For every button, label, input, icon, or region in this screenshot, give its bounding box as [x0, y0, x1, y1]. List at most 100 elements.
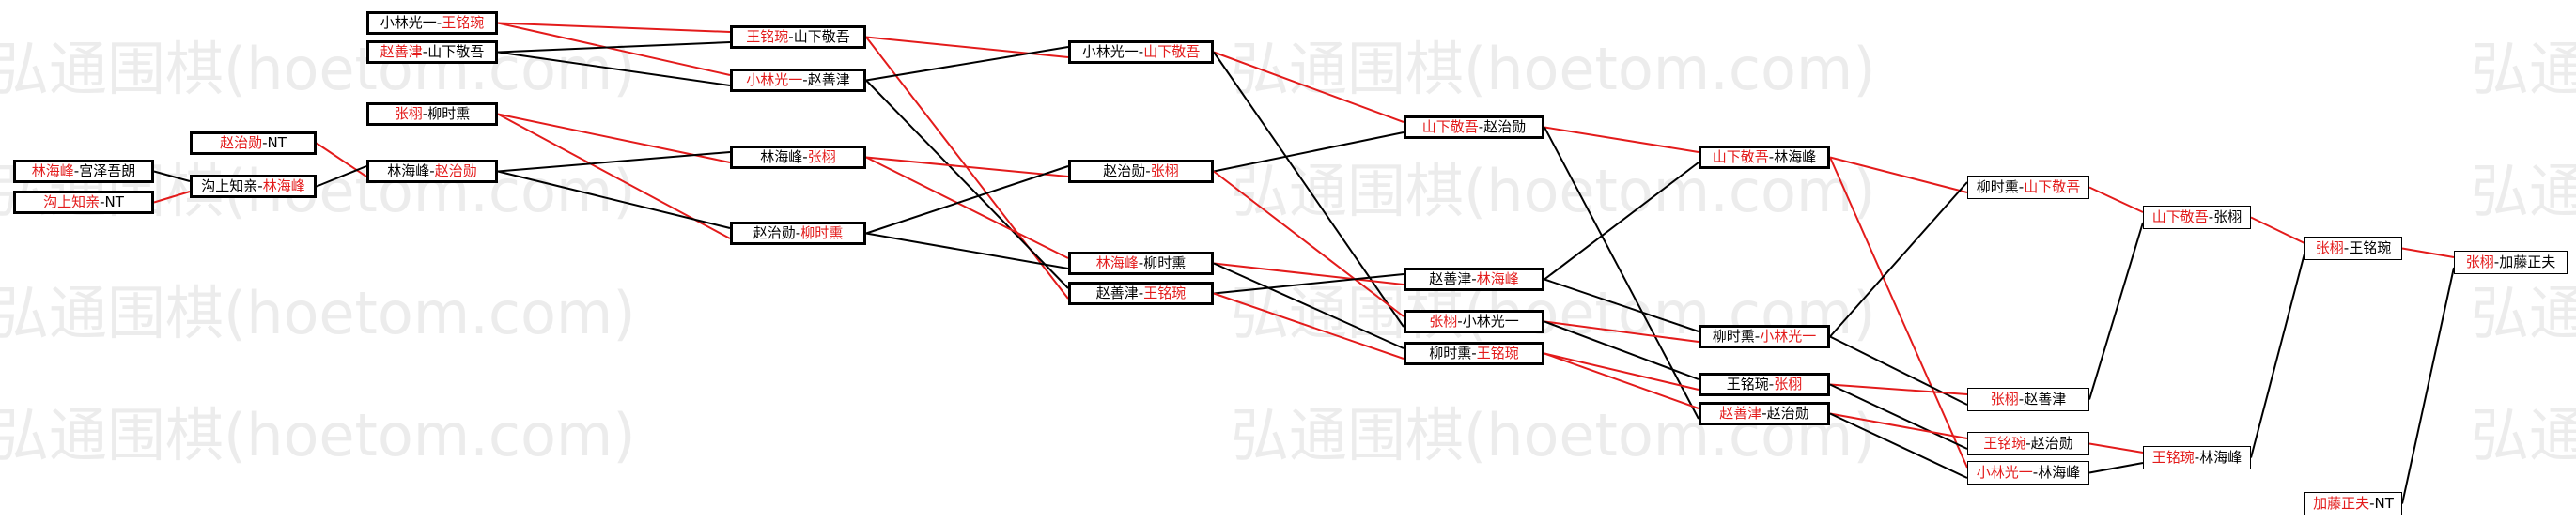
bracket-edge-B1-C1: [865, 36, 1069, 58]
player-separator: -: [100, 193, 105, 210]
player-separator: -: [2018, 178, 2025, 195]
watermark-text: 弘通围棋(hoetom.com): [2471, 401, 2576, 469]
player-top: 小林光一: [1976, 464, 2033, 481]
match-node: 林海峰-张栩: [730, 146, 866, 169]
player-separator: -: [1768, 376, 1775, 392]
match-node: 小林光一-林海峰: [1967, 461, 2089, 485]
bracket-edge-D4-E4: [1544, 352, 1699, 409]
bracket-edge-B2-C4: [865, 79, 1069, 289]
player-separator: -: [422, 43, 428, 60]
player-top: 赵善津: [1429, 270, 1472, 287]
player-top: 山下敬吾: [1421, 118, 1479, 135]
match-node: 王铭琬-山下敬吾: [730, 25, 866, 49]
player-top: 林海峰: [387, 162, 430, 179]
bracket-edge-F4-G2: [2088, 462, 2144, 474]
match-node: 张栩-小林光一: [1404, 310, 1544, 333]
player-top: 赵善津: [1719, 405, 1762, 422]
player-top: 小林光一: [746, 71, 803, 88]
bracket-edge-C2-D1: [1213, 131, 1404, 173]
bracket-edge-A2-B2: [497, 51, 731, 86]
match-node: 王铭琬-赵治勋: [1967, 432, 2089, 455]
match-node: 林海峰-赵治勋: [366, 160, 498, 183]
bracket-edge-E1-F1: [1829, 156, 1968, 193]
player-separator: -: [1761, 405, 1767, 422]
bracket-edge-B4-C2: [865, 165, 1069, 235]
player-bottom: 山下敬吾: [427, 43, 485, 60]
player-separator: -: [1754, 328, 1761, 345]
player-separator: -: [262, 134, 268, 151]
player-separator: -: [257, 177, 263, 194]
bracket-edge-E2-F1: [1829, 181, 1968, 338]
player-top: 张栩: [394, 105, 423, 122]
player-top: 小林光一: [1081, 43, 1139, 60]
player-separator: -: [2032, 464, 2039, 481]
player-top: 赵治勋: [220, 134, 263, 151]
watermark-text: 弘通围棋(hoetom.com): [1231, 35, 1876, 103]
bracket-edge-A1-B1: [497, 22, 731, 33]
player-bottom: 柳时熏: [800, 224, 844, 241]
player-separator: -: [2493, 254, 2500, 270]
player-bottom: 王铭琬: [1476, 345, 1519, 361]
player-separator: -: [788, 28, 794, 45]
bracket-edge-B4-C3: [865, 232, 1069, 269]
match-node: 赵治勋-NT: [190, 131, 317, 155]
bracket-edge-C1-D3: [1213, 51, 1404, 328]
bracket-edge-F3-G2: [2088, 442, 2144, 454]
bracket-edge-C4-D2: [1213, 273, 1404, 295]
player-separator: -: [2343, 239, 2350, 256]
player-top: 柳时熏: [1429, 345, 1472, 361]
match-node: 张栩-赵善津: [1967, 388, 2089, 411]
bracket-edge-H2-I1: [2401, 267, 2455, 504]
player-bottom: 山下敬吾: [1143, 43, 1201, 60]
player-bottom: 张栩: [1774, 376, 1803, 392]
player-separator: -: [1478, 118, 1484, 135]
match-node: 赵善津-赵治勋: [1699, 402, 1830, 425]
player-separator: -: [1145, 162, 1151, 179]
player-bottom: 赵善津: [807, 71, 850, 88]
player-bottom: 加藤正夫: [2499, 254, 2556, 270]
bracket-edge-G2-H1: [2250, 253, 2305, 458]
match-node: 赵治勋-柳时熏: [730, 222, 866, 245]
bracket-edge-E4-F3: [1829, 412, 1968, 439]
bracket-edge-C3-D4: [1213, 262, 1404, 349]
player-top: 沟上知亲: [43, 193, 101, 210]
player-bottom: 宫泽吾朗: [79, 162, 136, 179]
player-bottom: 山下敬吾: [793, 28, 850, 45]
player-separator: -: [429, 162, 435, 179]
watermark-text: 弘通围棋(hoetom.com): [2471, 35, 2576, 103]
bracket-edge-D1-E4: [1544, 127, 1699, 420]
bracket-edge-L0d-A4: [316, 165, 367, 188]
bracket-edge-G1-H1: [2250, 216, 2305, 244]
player-top: 加藤正夫: [2313, 495, 2370, 512]
bracket-edge-D2-E2: [1544, 278, 1699, 332]
player-bottom: NT: [104, 193, 124, 210]
player-bottom: 柳时熏: [427, 105, 471, 122]
bracket-edge-F1-G1: [2088, 186, 2144, 213]
bracket-edge-B3-C2: [865, 156, 1069, 177]
bracket-edge-E4-F4: [1829, 412, 1968, 479]
match-node: 沟上知亲-NT: [13, 191, 154, 214]
player-bottom: 林海峰: [1774, 148, 1817, 165]
watermark-text: 弘通围棋(hoetom.com): [0, 35, 636, 103]
player-bottom: 林海峰: [2199, 449, 2242, 466]
player-top: 王铭琬: [2151, 449, 2195, 466]
bracket-edge-A2-B1: [497, 41, 731, 54]
player-top: 柳时熏: [1976, 178, 2019, 195]
match-node: 山下敬吾-赵治勋: [1404, 115, 1544, 139]
match-node: 张栩-王铭琬: [2304, 237, 2402, 260]
match-node: 王铭琬-林海峰: [2143, 446, 2251, 469]
player-separator: -: [2025, 435, 2031, 452]
player-top: 柳时熏: [1712, 328, 1755, 345]
player-separator: -: [795, 224, 801, 241]
player-separator: -: [1471, 270, 1477, 287]
bracket-edge-L0a-L0d: [153, 170, 191, 182]
match-node: 王铭琬-张栩: [1699, 373, 1830, 396]
player-bottom: 王铭琬: [1143, 285, 1187, 301]
match-node: 赵善津-山下敬吾: [366, 40, 498, 64]
player-bottom: 赵治勋: [1766, 405, 1809, 422]
player-top: 林海峰: [1095, 254, 1139, 271]
watermark-text: 弘通围棋(hoetom.com): [2471, 279, 2576, 347]
match-node: 加藤正夫-NT: [2304, 492, 2402, 515]
player-separator: -: [73, 162, 80, 179]
